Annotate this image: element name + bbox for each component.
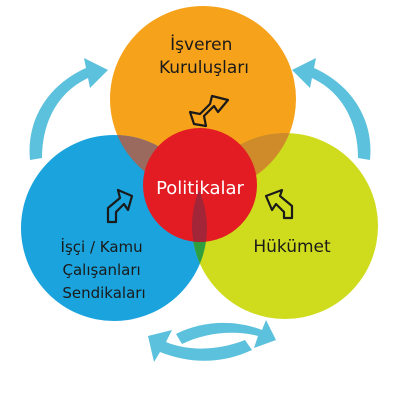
up-left-arrow-icon — [264, 188, 294, 220]
cycle-arrow-bottom-left-icon — [148, 330, 252, 362]
label-policies: Politikalar — [156, 178, 244, 199]
label-employers: İşveren Kuruluşları — [159, 34, 249, 78]
cycle-arrow-bottom-right-icon — [176, 320, 276, 348]
up-right-arrow-icon — [106, 188, 134, 224]
circle-policies — [143, 128, 257, 242]
cycle-arrow-top-right-icon — [292, 58, 371, 160]
label-government: Hükümet — [253, 237, 331, 257]
down-arrow-icon — [188, 94, 230, 128]
cycle-arrow-top-left-icon — [29, 58, 108, 160]
label-unions: İşçi / Kamu Çalışanları Sendikaları — [61, 237, 148, 302]
cycle-arrows — [29, 58, 371, 362]
